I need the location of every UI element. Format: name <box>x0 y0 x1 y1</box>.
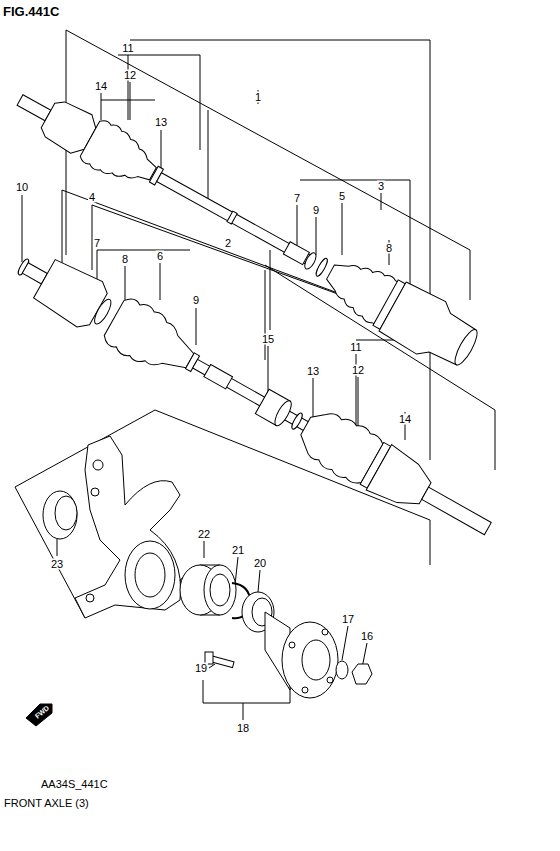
drawing-code: AA34S_441C <box>40 779 109 790</box>
callout-number: 9 <box>312 205 320 216</box>
drive-shaft <box>7 241 501 553</box>
steering-knuckle <box>75 436 181 618</box>
callout-number: 12 <box>351 365 365 376</box>
callout-number: 12 <box>123 70 137 81</box>
wheel-hub <box>265 612 338 698</box>
group-bracket <box>15 30 495 720</box>
drive-shaft <box>5 74 485 377</box>
callout-number: 3 <box>377 181 385 192</box>
leader-line <box>22 40 430 668</box>
callout-number: 9 <box>192 295 200 306</box>
callout-number: 8 <box>385 243 393 254</box>
callout-number: 13 <box>306 366 320 377</box>
callout-number: 11 <box>121 43 134 54</box>
callout-number: 2 <box>224 238 232 249</box>
callout-number: 7 <box>93 238 101 249</box>
callout-number: 4 <box>88 192 96 203</box>
callout-number: 7 <box>293 193 301 204</box>
callout-number: 22 <box>197 529 211 540</box>
callout-number: 10 <box>15 182 29 193</box>
figure-caption: FRONT AXLE (3) <box>4 797 89 809</box>
callout-number: 16 <box>360 631 374 642</box>
figure-title: FIG.441C <box>3 4 59 19</box>
callout-number: 11 <box>349 342 362 353</box>
callout-number: 21 <box>231 545 245 556</box>
wheel-bearing <box>180 565 236 615</box>
hub-bolt <box>205 652 234 668</box>
callout-number: 20 <box>253 558 267 569</box>
callout-number: 23 <box>50 559 64 570</box>
callout-number: 1 <box>254 92 262 103</box>
callout-number: 14 <box>398 414 412 425</box>
fwd-arrow <box>26 704 52 726</box>
callout-number: 17 <box>341 614 355 625</box>
callout-number: 18 <box>236 723 250 734</box>
callout-number: 15 <box>261 334 275 345</box>
hub-nut <box>352 664 372 684</box>
callout-number: 6 <box>156 251 164 262</box>
callout-number: 5 <box>338 191 346 202</box>
callout-number: 8 <box>121 254 129 265</box>
callout-number: 14 <box>94 81 108 92</box>
washer <box>336 661 348 679</box>
callout-number: 19 <box>194 663 208 674</box>
oil-seal <box>43 491 77 539</box>
callout-number: 13 <box>154 117 168 128</box>
